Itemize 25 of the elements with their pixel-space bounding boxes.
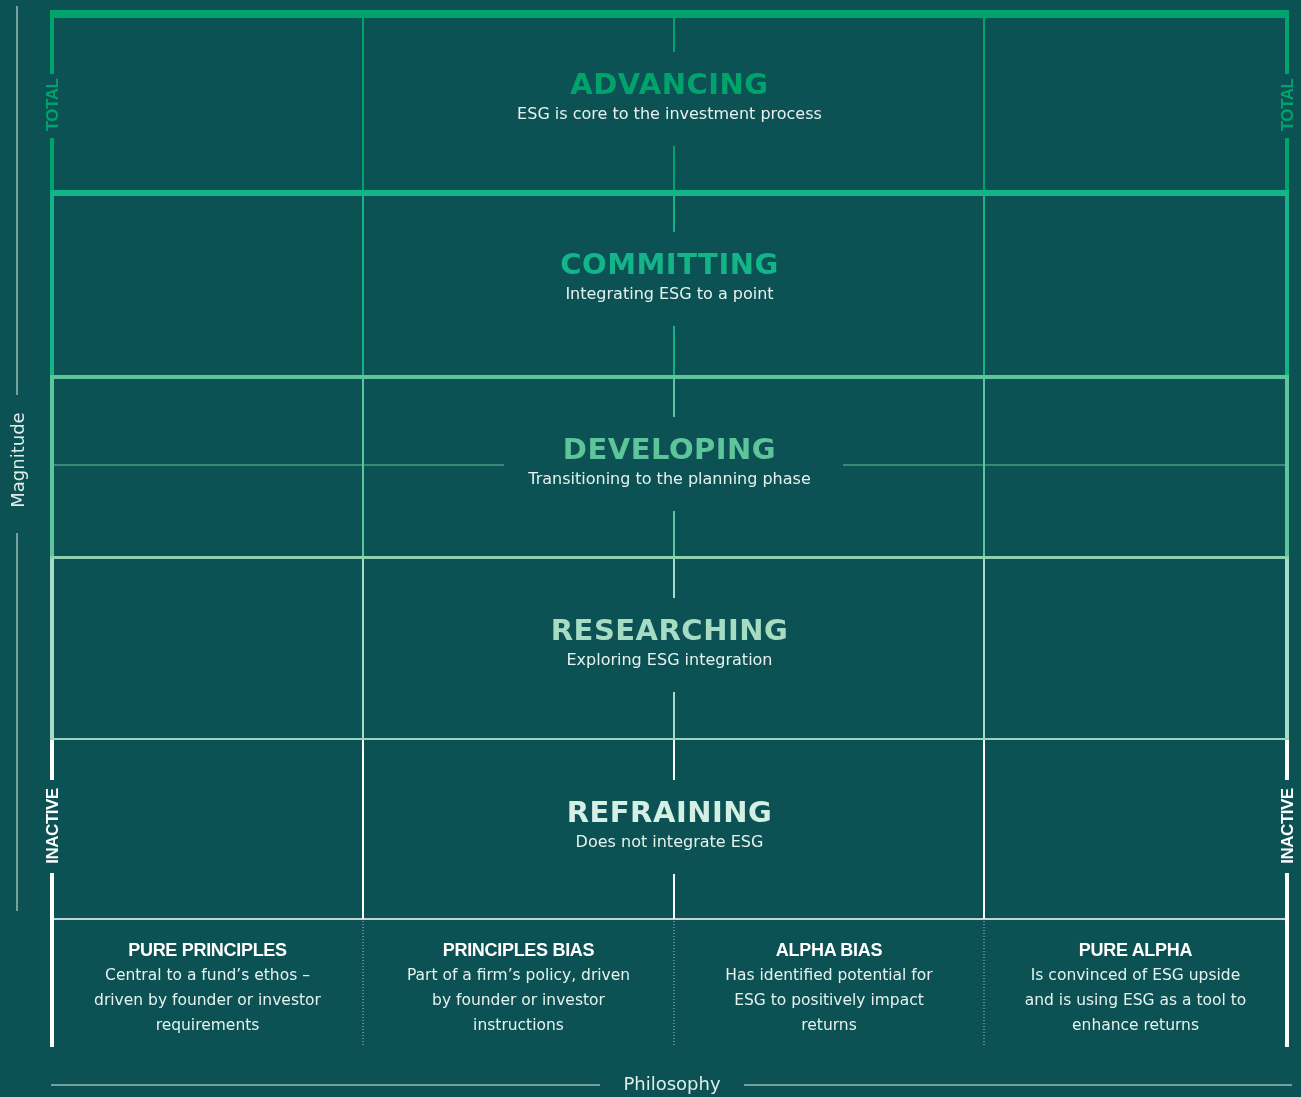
- side-label: INACTIVE: [43, 788, 61, 864]
- stage-description: ESG is core to the investment process: [517, 103, 822, 125]
- column-title: PURE PRINCIPLES: [128, 939, 287, 962]
- column-description: Has identified potential for ESG to positively impact returns: [724, 965, 934, 1036]
- stage-description: Integrating ESG to a point: [565, 283, 774, 305]
- column-description: Central to a fund’s ethos – driven by founder or investor requirements: [93, 965, 322, 1036]
- stage-title: COMMITTING: [560, 246, 779, 282]
- side-label: TOTAL: [43, 78, 61, 132]
- stage-title: RESEARCHING: [550, 612, 789, 648]
- stage-title: REFRAINING: [566, 794, 773, 830]
- stage-description: Does not integrate ESG: [575, 831, 764, 853]
- column-description: Is convinced of ESG upside and is using ESG as a tool to enhance returns: [1023, 965, 1248, 1036]
- side-label: TOTAL: [1278, 78, 1296, 132]
- axis-title: Philosophy: [623, 1072, 721, 1094]
- stage-band: [52, 556, 1287, 738]
- column-title: ALPHA BIAS: [775, 939, 883, 962]
- axis-title: Magnitude: [6, 412, 28, 508]
- stage-title: ADVANCING: [570, 66, 769, 102]
- stage-description: Exploring ESG integration: [566, 649, 773, 671]
- column-title: PURE ALPHA: [1078, 939, 1193, 962]
- stage-description: Transitioning to the planning phase: [528, 468, 811, 490]
- side-label: INACTIVE: [1278, 788, 1296, 864]
- column-description: Part of a firm’s policy, driven by founder or investor instructions: [405, 965, 632, 1036]
- column-title: PRINCIPLES BIAS: [442, 939, 595, 962]
- stage-title: DEVELOPING: [562, 431, 777, 467]
